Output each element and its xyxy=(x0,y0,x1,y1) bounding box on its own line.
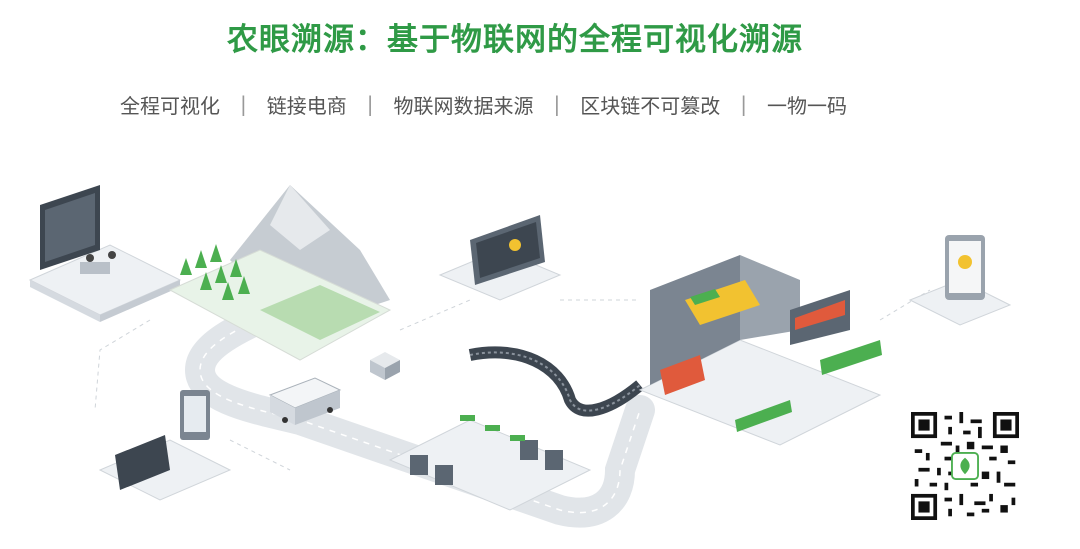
qr-code-icon xyxy=(911,412,1019,520)
feature-list: 全程可视化 | 链接电商 | 物联网数据来源 | 区块链不可篡改 | 一物一码 xyxy=(120,90,990,118)
tablet-icon xyxy=(98,390,232,501)
feature-item: 全程可视化 xyxy=(120,93,220,118)
feature-item: 物联网数据来源 xyxy=(393,93,534,118)
feature-separator: | xyxy=(240,92,247,116)
tree-icon xyxy=(180,244,250,300)
laptop-icon xyxy=(438,215,562,301)
truck-icon xyxy=(268,377,342,425)
warehouse xyxy=(388,415,592,511)
phone-icon xyxy=(908,235,1012,326)
isometric-scene xyxy=(28,185,1012,528)
page-title: 农眼溯源：基于物联网的全程可视化溯源 xyxy=(227,22,803,58)
package xyxy=(370,352,400,380)
feature-separator: | xyxy=(740,92,747,116)
feature-item: 一物一码 xyxy=(767,93,847,118)
monitor-icon xyxy=(28,185,182,322)
store-icon xyxy=(638,255,882,446)
conveyor-icon xyxy=(468,346,644,417)
feature-separator: | xyxy=(366,92,374,116)
feature-separator: | xyxy=(553,92,561,116)
feature-item: 链接电商 xyxy=(266,93,347,118)
feature-item: 区块链不可篡改 xyxy=(580,93,721,118)
